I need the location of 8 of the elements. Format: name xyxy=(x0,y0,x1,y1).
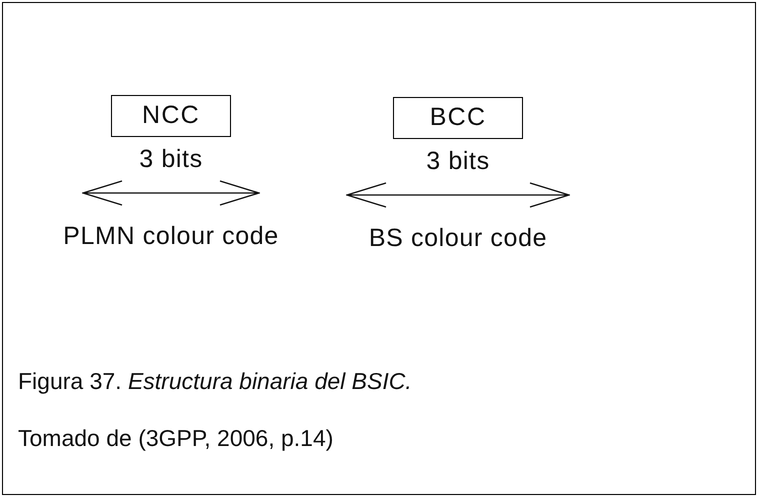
beside-text: 3 bits xyxy=(139,147,203,172)
field-box: NCC xyxy=(111,95,231,137)
caption: Figura 37. Estructura binaria del BSIC. xyxy=(18,367,412,396)
field-box: BCC xyxy=(393,97,523,139)
beside-text: PLMN colour code xyxy=(63,224,279,249)
beside-text: 3 bits xyxy=(426,149,490,174)
source-note: Tomado de (3GPP, 2006, p.14) xyxy=(18,424,334,453)
beside-text: BS colour code xyxy=(368,226,548,251)
